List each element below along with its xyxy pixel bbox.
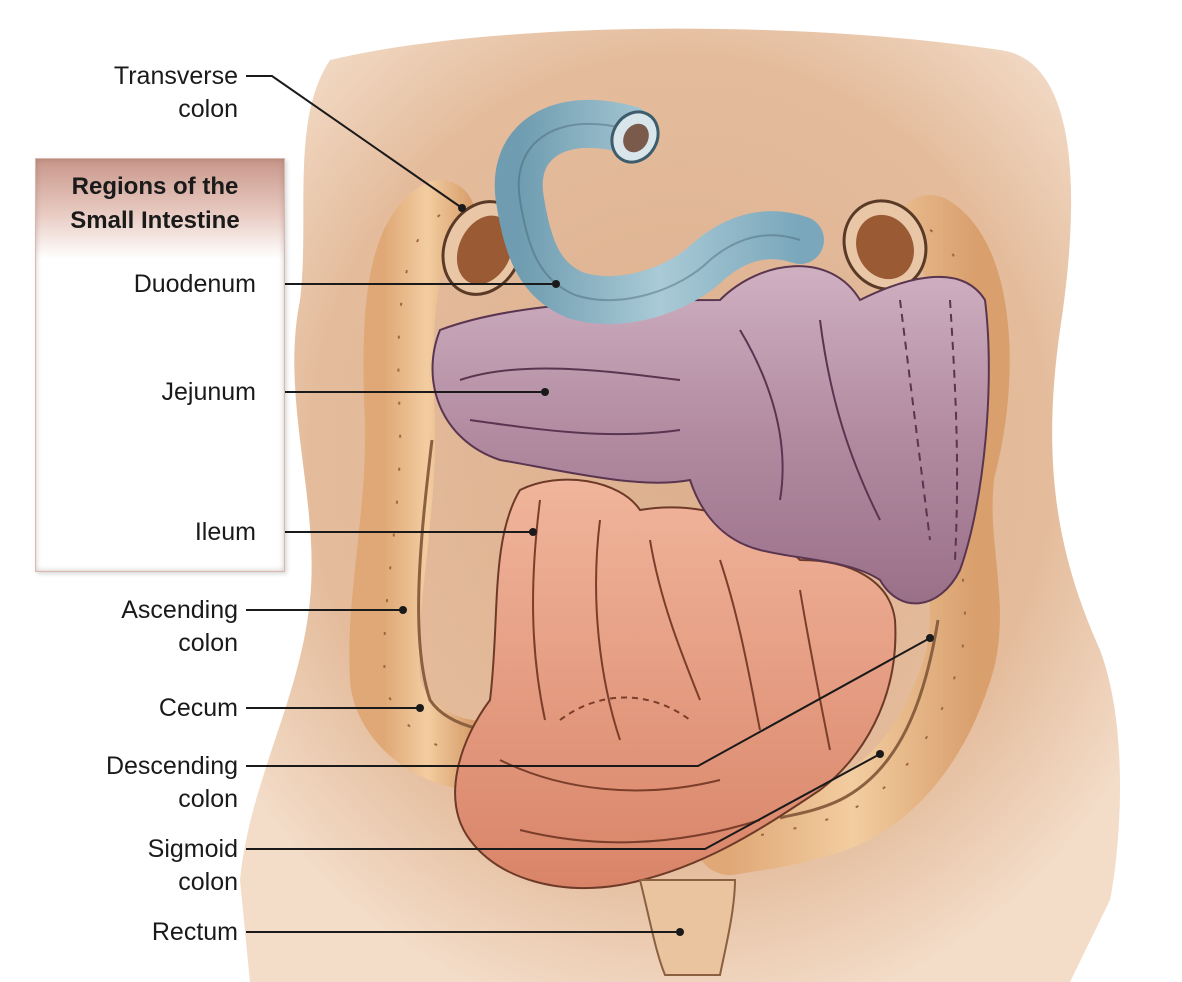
regions-title-line2: Small Intestine xyxy=(70,207,240,234)
label-cecum: Cecum xyxy=(158,694,238,722)
label-ascending-colon: Ascending colon xyxy=(121,596,238,657)
rectum-shape xyxy=(638,879,737,976)
jejunum-loops xyxy=(431,265,990,605)
regions-legend-box xyxy=(35,158,285,572)
regions-box-title: Regions of the Small Intestine xyxy=(35,170,275,238)
label-descending-colon: Descending colon xyxy=(105,752,238,813)
label-rectum: Rectum xyxy=(151,918,238,946)
leader-lines xyxy=(246,75,931,933)
label-ileum: Ileum xyxy=(194,518,256,546)
label-duodenum: Duodenum xyxy=(133,270,256,298)
duodenum-tube xyxy=(494,99,824,325)
label-sigmoid-colon: Sigmoid colon xyxy=(147,835,238,896)
label-jejunum: Jejunum xyxy=(161,378,257,406)
leader-descending-colon xyxy=(246,637,931,767)
leader-dots xyxy=(399,204,934,936)
regions-title-line1: Regions of the xyxy=(71,173,239,200)
leader-sigmoid-colon xyxy=(246,753,881,850)
leader-transverse-colon xyxy=(246,75,463,209)
ileum-loops xyxy=(454,478,897,889)
label-transverse-colon: Transverse colon xyxy=(113,62,238,123)
